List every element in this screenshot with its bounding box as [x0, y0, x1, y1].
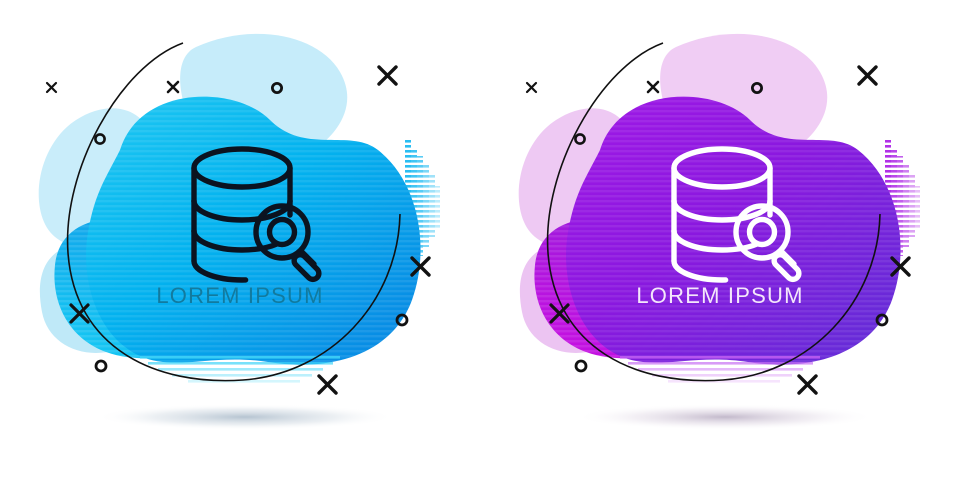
- x-mark: [45, 81, 58, 94]
- banner-caption: LOREM IPSUM: [156, 283, 324, 308]
- database-search-icon: [191, 146, 322, 283]
- x-mark: [69, 303, 90, 324]
- circle-mark: [270, 82, 283, 95]
- stripe-texture-bottom: [140, 356, 340, 383]
- stripe-texture-bottom: [620, 356, 820, 383]
- database-cylinder: [671, 146, 773, 283]
- circle-mark: [574, 133, 586, 145]
- x-mark: [525, 81, 538, 94]
- circle-mark: [94, 133, 106, 145]
- circle-mark: [395, 313, 409, 327]
- x-mark: [377, 65, 398, 86]
- x-mark: [797, 374, 818, 395]
- purple-banner: LOREM IPSUM: [480, 0, 960, 478]
- stripe-texture-main: [566, 96, 901, 365]
- main-fluid-shape: [86, 96, 421, 365]
- x-mark: [890, 256, 911, 277]
- blue-banner: LOREM IPSUM: [38, 33, 440, 430]
- x-mark: [857, 65, 878, 86]
- outline-curve: [66, 42, 401, 382]
- magnifier-handle: [291, 248, 322, 283]
- x-mark: [166, 80, 180, 94]
- x-mark: [549, 303, 570, 324]
- x-mark: [317, 374, 338, 395]
- magnifier-handle: [771, 248, 802, 283]
- x-mark: [646, 80, 660, 94]
- database-cylinder: [191, 146, 293, 283]
- banner-caption: LOREM IPSUM: [636, 283, 804, 308]
- decoration-marks: [45, 65, 431, 395]
- outline-curve: [546, 42, 881, 382]
- magnifier-lens: [733, 203, 791, 261]
- drop-shadow: [95, 404, 395, 430]
- decoration-marks: [525, 65, 911, 395]
- circle-mark: [94, 359, 108, 373]
- stripe-texture-main: [86, 96, 421, 365]
- circle-mark: [750, 82, 763, 95]
- circle-mark: [875, 313, 889, 327]
- database-search-icon: [671, 146, 802, 283]
- x-mark: [410, 256, 431, 277]
- circle-mark: [574, 359, 588, 373]
- drop-shadow: [575, 404, 875, 430]
- main-fluid-shape: [566, 96, 901, 365]
- magnifier-lens: [253, 203, 311, 261]
